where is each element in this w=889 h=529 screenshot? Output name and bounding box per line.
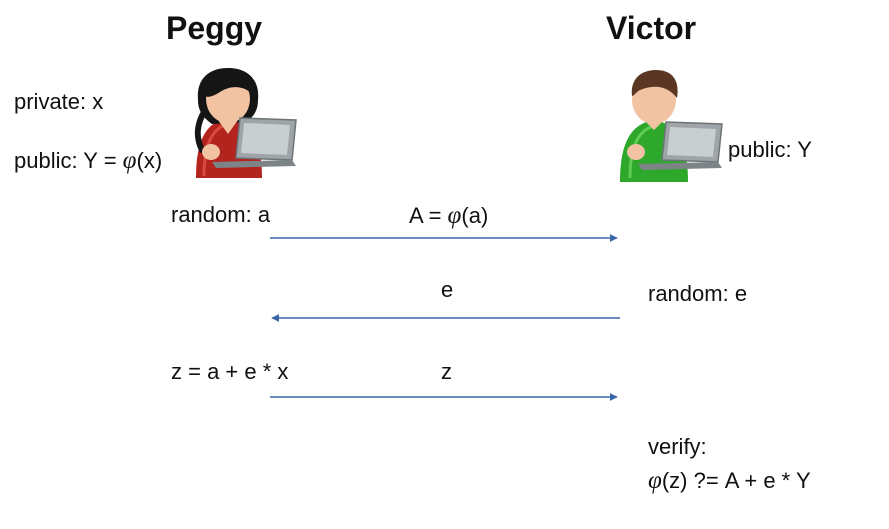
commitment-prefix: A =	[409, 203, 442, 228]
victor-name: Victor	[606, 10, 697, 46]
peggy-public: public: Y = φ(x)	[14, 148, 162, 173]
peggy-avatar-icon	[194, 68, 297, 178]
commitment-suffix: (a)	[461, 203, 489, 228]
victor-public: public: Y	[728, 137, 812, 162]
peggy-name: Peggy	[166, 10, 263, 46]
peggy-private: private: x	[14, 91, 103, 113]
commitment-label: A = φ(a)	[409, 203, 488, 228]
victor-avatar-icon	[620, 70, 723, 182]
public-prefix: public: Y =	[14, 148, 117, 173]
challenge-label: e	[441, 277, 454, 302]
phi-symbol: φ	[447, 202, 462, 229]
response-formula: z = a + e * x	[171, 359, 289, 384]
phi-symbol: φ	[122, 147, 137, 174]
public-suffix: (x)	[136, 148, 163, 173]
phi-symbol: φ	[648, 467, 662, 494]
private-value: x	[92, 89, 104, 114]
random-a-label: random: a	[171, 202, 271, 227]
response-label: z	[441, 359, 452, 384]
private-prefix: private:	[14, 89, 87, 114]
verify-title: verify:	[648, 434, 707, 459]
random-e-label: random: e	[648, 281, 748, 306]
verify-expression: φ(z) ?= A + e * Y	[648, 468, 811, 493]
verify-formula: (z) ?= A + e * Y	[661, 468, 811, 493]
